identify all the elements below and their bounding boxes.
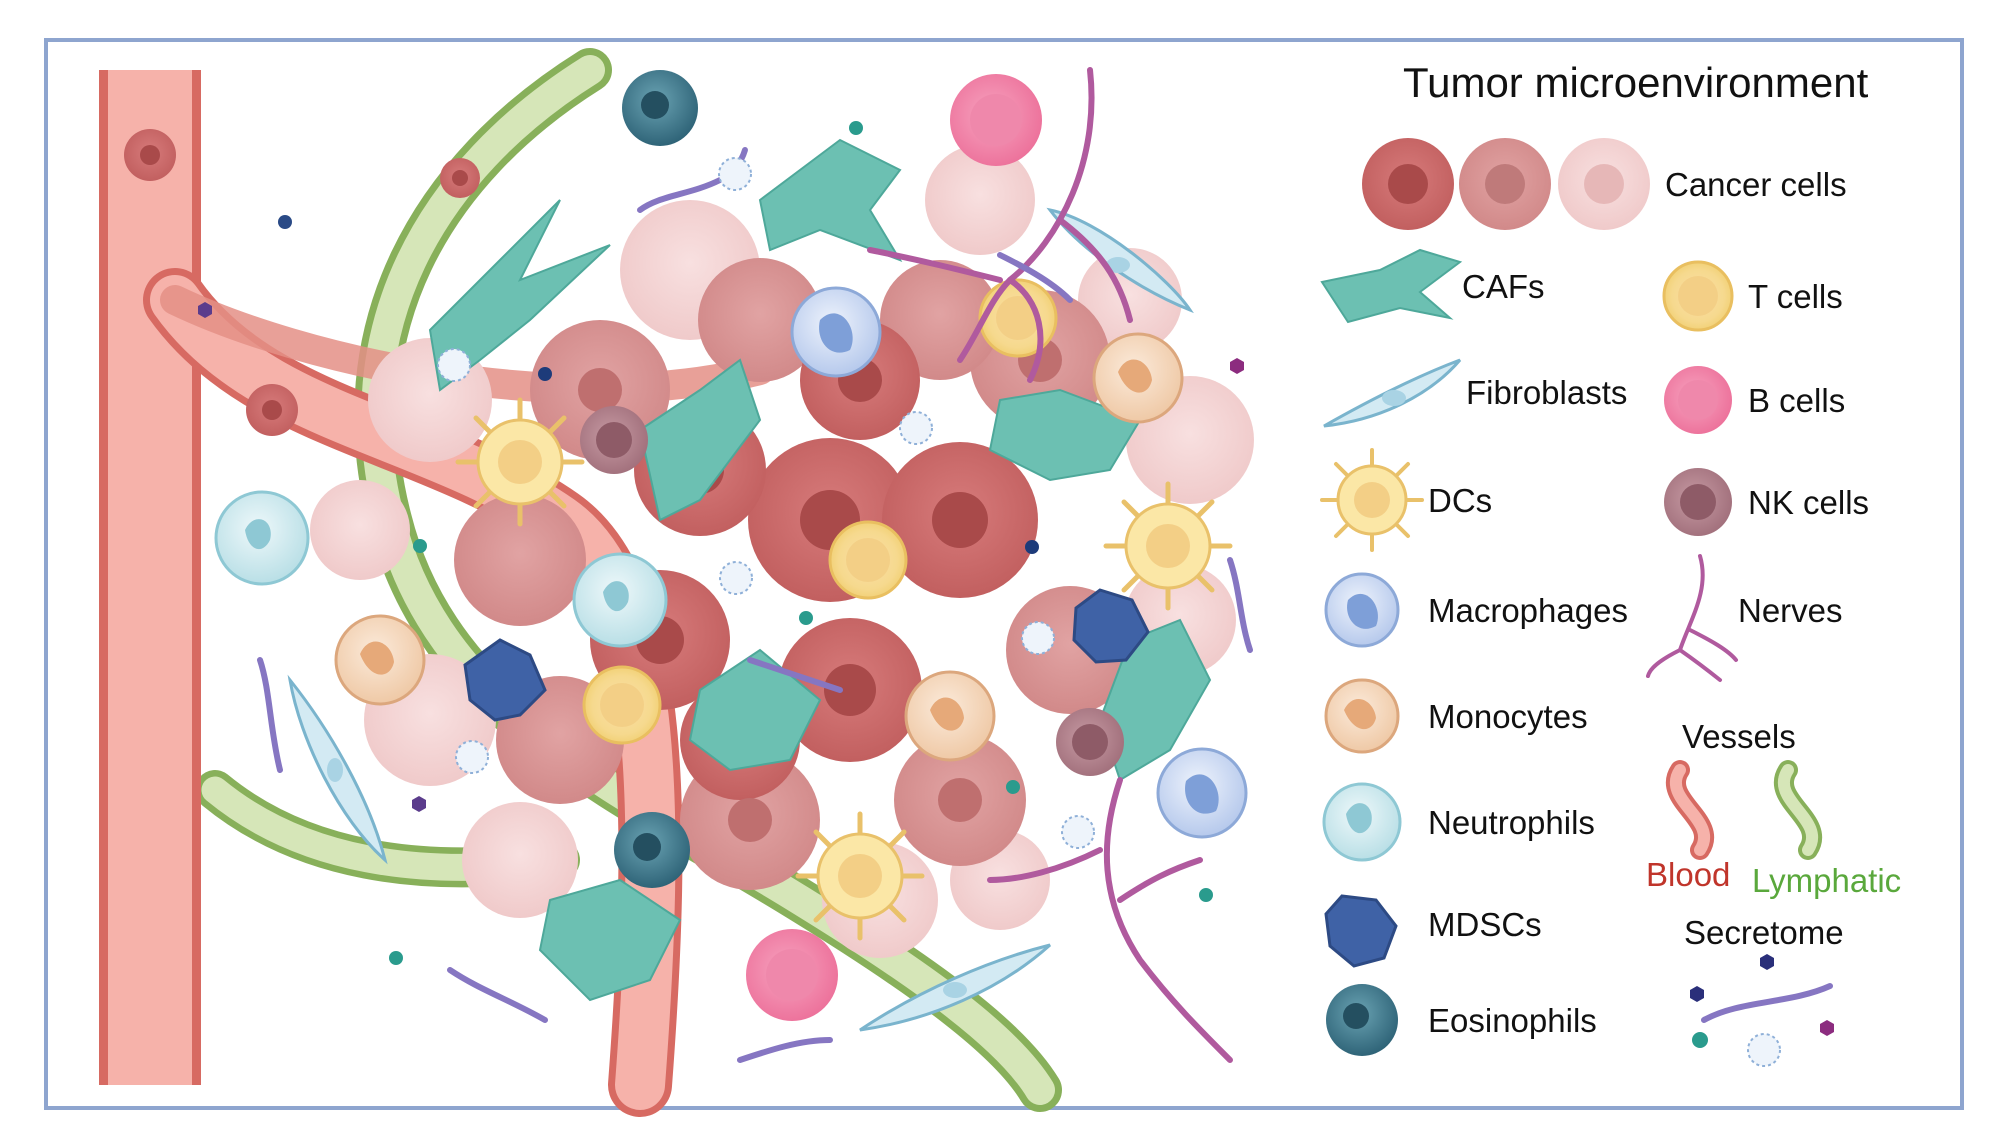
legend-lymphatic-vessel-icon [1773,760,1823,860]
legend-macrophage-icon [1324,572,1400,648]
legend-fibroblasts: Fibroblasts [1466,374,1627,411]
legend-nerves: Nerves [1738,592,1843,629]
legend-secretome-icon [1690,954,1834,1067]
legend-neutrophils: Neutrophils [1428,804,1595,841]
legend-t-cells: T cells [1748,278,1843,315]
fibroblast-cells [287,207,1194,1032]
legend-lymphatic: Lymphatic [1752,862,1901,899]
legend-blood-vessel-icon [1665,760,1715,860]
nerve-fibers [867,67,1233,1063]
t-cells [582,278,1058,745]
secretome-particles [198,121,1244,965]
legend-mdsc-icon [1324,894,1398,968]
dendritic-cells [455,397,1233,941]
legend-monocytes: Monocytes [1428,698,1588,735]
eosinophil-cells [614,70,698,888]
mdsc-cells [463,588,1150,722]
legend-caf-icon [1320,248,1463,324]
legend-dcs: DCs [1428,482,1492,519]
nk-cells [580,406,1124,776]
legend-mdscs: MDSCs [1428,906,1542,943]
monocyte-cells [334,332,1184,762]
legend-nerve-icon [1646,554,1738,682]
legend-eosinophil-icon [1326,984,1398,1056]
legend-cafs: CAFs [1462,268,1545,305]
legend-vessels: Vessels [1682,718,1796,755]
legend-monocyte-icon [1324,678,1400,754]
legend: Tumor microenvironment Cancer cells CAFs… [1320,59,1901,1067]
neutrophil-cells [214,490,668,648]
macrophage-cells [790,286,1248,839]
legend-title: Tumor microenvironment [1403,59,1869,106]
legend-dc-icon [1320,448,1424,552]
legend-nk-cells: NK cells [1748,484,1869,521]
legend-neutrophil-icon [1322,782,1402,862]
legend-blood: Blood [1646,856,1730,893]
legend-cancer-cells-icons [1362,138,1650,230]
legend-b-cells: B cells [1748,382,1845,419]
legend-macrophages: Macrophages [1428,592,1628,629]
illustration-scene [99,48,1254,1117]
legend-eosinophils: Eosinophils [1428,1002,1597,1039]
legend-fibroblast-icon [1323,358,1462,428]
caf-cells [428,138,1212,1002]
legend-secretome: Secretome [1684,914,1844,951]
legend-cancer-cells: Cancer cells [1665,166,1847,203]
b-cells [746,74,1042,1021]
